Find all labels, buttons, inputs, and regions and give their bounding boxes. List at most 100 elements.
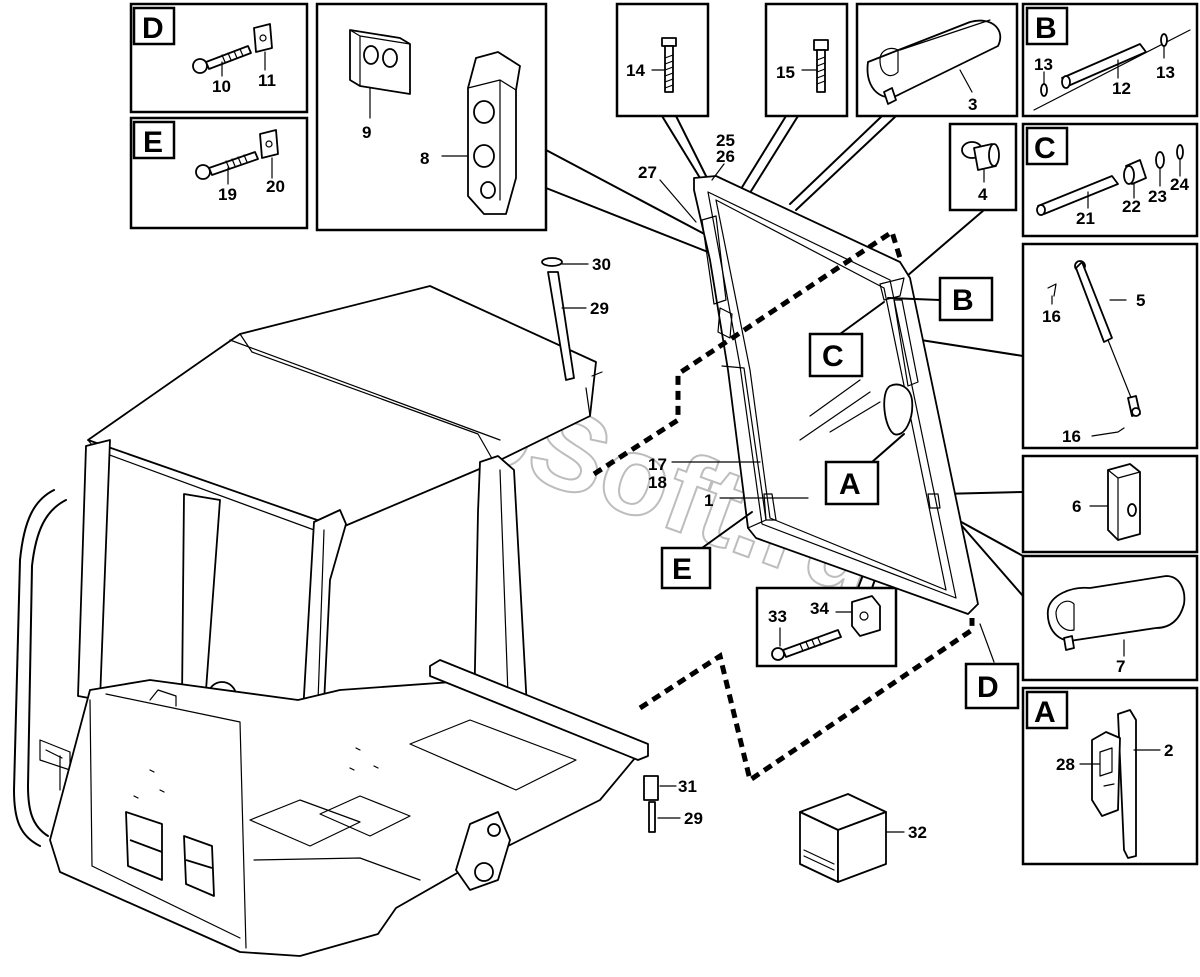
label-13a: 13 <box>1034 55 1053 74</box>
label-18: 18 <box>648 473 667 492</box>
detail-box-e: E 19 20 <box>129 116 309 230</box>
plate-9-icon <box>349 29 411 95</box>
circlip-24-icon <box>1176 144 1184 160</box>
label-33: 33 <box>768 607 787 626</box>
label-5: 5 <box>1136 291 1145 310</box>
callout-c: C <box>808 301 885 378</box>
circlip-13b-icon <box>1160 33 1168 47</box>
washer-30-icon <box>541 257 563 267</box>
label-29b: 29 <box>684 809 703 828</box>
label-28: 28 <box>1056 755 1075 774</box>
label-8: 8 <box>420 149 429 168</box>
detail-box-d: D 10 11 <box>129 2 309 114</box>
callout-b: B <box>887 276 994 322</box>
spacer-31-icon <box>643 775 659 801</box>
label-12: 12 <box>1112 79 1131 98</box>
cab-frame <box>13 285 649 957</box>
bushing-22-icon <box>1123 159 1147 185</box>
clip-16b-icon <box>1091 427 1125 437</box>
label-1: 1 <box>704 491 713 510</box>
detail-box-seal-3: 3 <box>855 2 1019 118</box>
label-7: 7 <box>1116 657 1125 676</box>
label-6: 6 <box>1072 497 1081 516</box>
label-26: 26 <box>716 147 735 166</box>
label-4: 4 <box>978 185 988 204</box>
seal-profile-7-icon <box>1046 575 1186 651</box>
callout-label-e: E <box>672 553 692 586</box>
callout-label-c: C <box>822 340 844 373</box>
label-29a: 29 <box>590 299 609 318</box>
kit-box-32-icon <box>799 793 905 883</box>
label-30: 30 <box>592 255 611 274</box>
pin-21-icon <box>1036 175 1119 216</box>
label-16a: 16 <box>1042 307 1061 326</box>
hinge-8-icon <box>467 51 521 215</box>
nut-34-icon <box>851 595 881 637</box>
callout-e: E <box>660 511 753 590</box>
roof-fasteners <box>541 257 681 833</box>
label-19: 19 <box>218 185 237 204</box>
label-21: 21 <box>1076 209 1095 228</box>
pin-12-icon <box>1061 43 1147 89</box>
door-leaders <box>659 163 995 663</box>
bolt-15-icon <box>813 39 829 93</box>
callout-d: D <box>964 662 1020 710</box>
label-24: 24 <box>1170 175 1189 194</box>
block-6-icon <box>1107 463 1141 541</box>
assembly-dashes <box>592 228 975 785</box>
nut-20-icon <box>259 129 279 159</box>
latch-2-icon <box>1091 709 1137 859</box>
callout-label-d-box: D <box>142 12 164 45</box>
label-20: 20 <box>266 177 285 196</box>
nut-11-icon <box>253 23 273 53</box>
seal-profile-3-icon <box>866 19 1001 105</box>
bolt-33-icon <box>771 629 842 661</box>
label-23: 23 <box>1148 187 1167 206</box>
label-34: 34 <box>810 599 829 618</box>
detail-box-gas-strut: 16 5 16 <box>1021 242 1199 450</box>
detail-box-hinge-plates: 9 8 <box>315 2 548 232</box>
label-22: 22 <box>1122 197 1141 216</box>
label-31: 31 <box>678 777 697 796</box>
label-2: 2 <box>1164 741 1173 760</box>
bush-4-icon <box>961 141 1000 171</box>
clip-16a-icon <box>1047 283 1057 297</box>
detail-box-a: A 2 28 <box>1021 686 1199 866</box>
callout-label-a-box: A <box>1034 696 1056 729</box>
label-27: 27 <box>638 163 657 182</box>
callout-label-d: D <box>977 671 999 704</box>
label-13b: 13 <box>1156 63 1175 82</box>
bolt-29b-icon <box>648 801 656 833</box>
callout-label-a: A <box>839 468 861 501</box>
detail-box-block-6: 6 <box>1021 454 1199 554</box>
gas-strut-5-icon <box>1074 260 1141 417</box>
label-9: 9 <box>362 123 371 142</box>
detail-box-b: B 13 12 13 <box>1021 2 1199 118</box>
washer-23-icon <box>1155 151 1165 169</box>
circlip-13a-icon <box>1040 83 1048 97</box>
label-15: 15 <box>776 63 795 82</box>
bolt-29a-icon <box>547 271 575 381</box>
callout-label-c-box: C <box>1034 132 1056 165</box>
detail-box-c: C 21 22 23 24 <box>1021 122 1199 238</box>
label-32: 32 <box>908 823 927 842</box>
bolt-19-icon <box>195 151 259 180</box>
label-25: 25 <box>716 131 735 150</box>
callout-label-b-box: B <box>1035 12 1057 45</box>
label-3: 3 <box>968 95 977 114</box>
label-17: 17 <box>648 455 667 474</box>
detail-box-bolt-15: 15 <box>764 2 849 118</box>
label-16b: 16 <box>1062 427 1081 446</box>
bolt-14-icon <box>661 37 677 93</box>
callout-label-b: B <box>952 284 974 317</box>
detail-box-bolt-33: 33 34 <box>755 586 898 668</box>
detail-box-bolt-14: 14 <box>615 2 710 118</box>
callout-label-e-box: E <box>143 126 163 159</box>
detail-box-bush-4: 4 <box>948 122 1018 212</box>
bolt-10-icon <box>192 45 252 74</box>
label-10: 10 <box>212 77 231 96</box>
label-14: 14 <box>626 61 645 80</box>
detail-box-seal-7: 7 <box>1021 554 1199 682</box>
callout-a: A <box>824 433 905 506</box>
